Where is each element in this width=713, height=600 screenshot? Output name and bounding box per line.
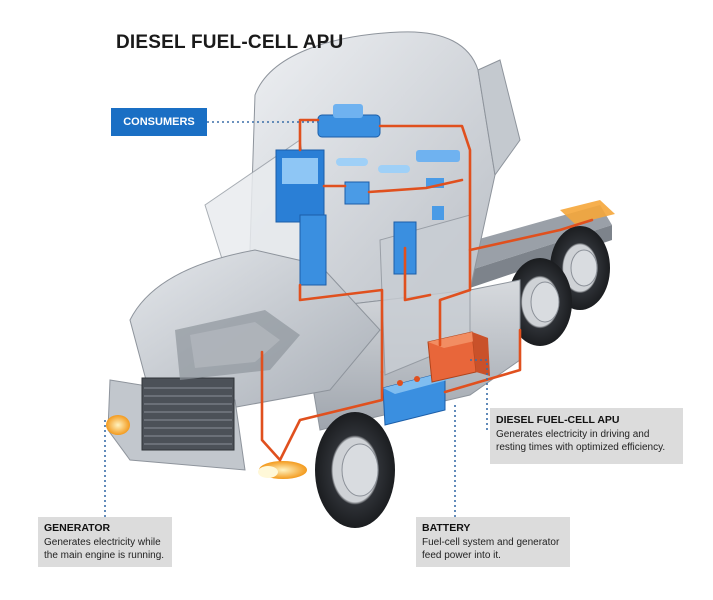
diagram-title: DIESEL FUEL-CELL APU (116, 32, 344, 53)
generator-callout-line1: Generates electricity while (44, 537, 161, 548)
consumer-devices (275, 104, 460, 286)
generator-callout: GENERATOR Generates electricity while th… (38, 517, 172, 567)
battery-callout-line2: feed power into it. (422, 550, 501, 561)
generator-callout-heading: GENERATOR (44, 522, 111, 534)
rear-wheels (508, 226, 610, 346)
battery-callout-line1: Fuel-cell system and generator (422, 537, 560, 548)
wiring (260, 118, 594, 462)
battery-callout-heading: BATTERY (422, 522, 471, 534)
leader-lines (104, 121, 488, 517)
front-wheel (315, 412, 395, 528)
apu-callout: DIESEL FUEL-CELL APU Generates electrici… (490, 408, 683, 464)
apu-callout-line2: resting times with optimized efficiency. (496, 442, 666, 453)
apu-callout-heading: DIESEL FUEL-CELL APU (496, 414, 620, 426)
generator-callout-line2: the main engine is running. (44, 550, 165, 561)
apu-callout-line1: Generates electricity in driving and (496, 429, 650, 440)
battery-callout: BATTERY Fuel-cell system and generator f… (416, 517, 570, 567)
headlights (106, 415, 307, 479)
consumers-label: CONSUMERS (111, 108, 207, 136)
